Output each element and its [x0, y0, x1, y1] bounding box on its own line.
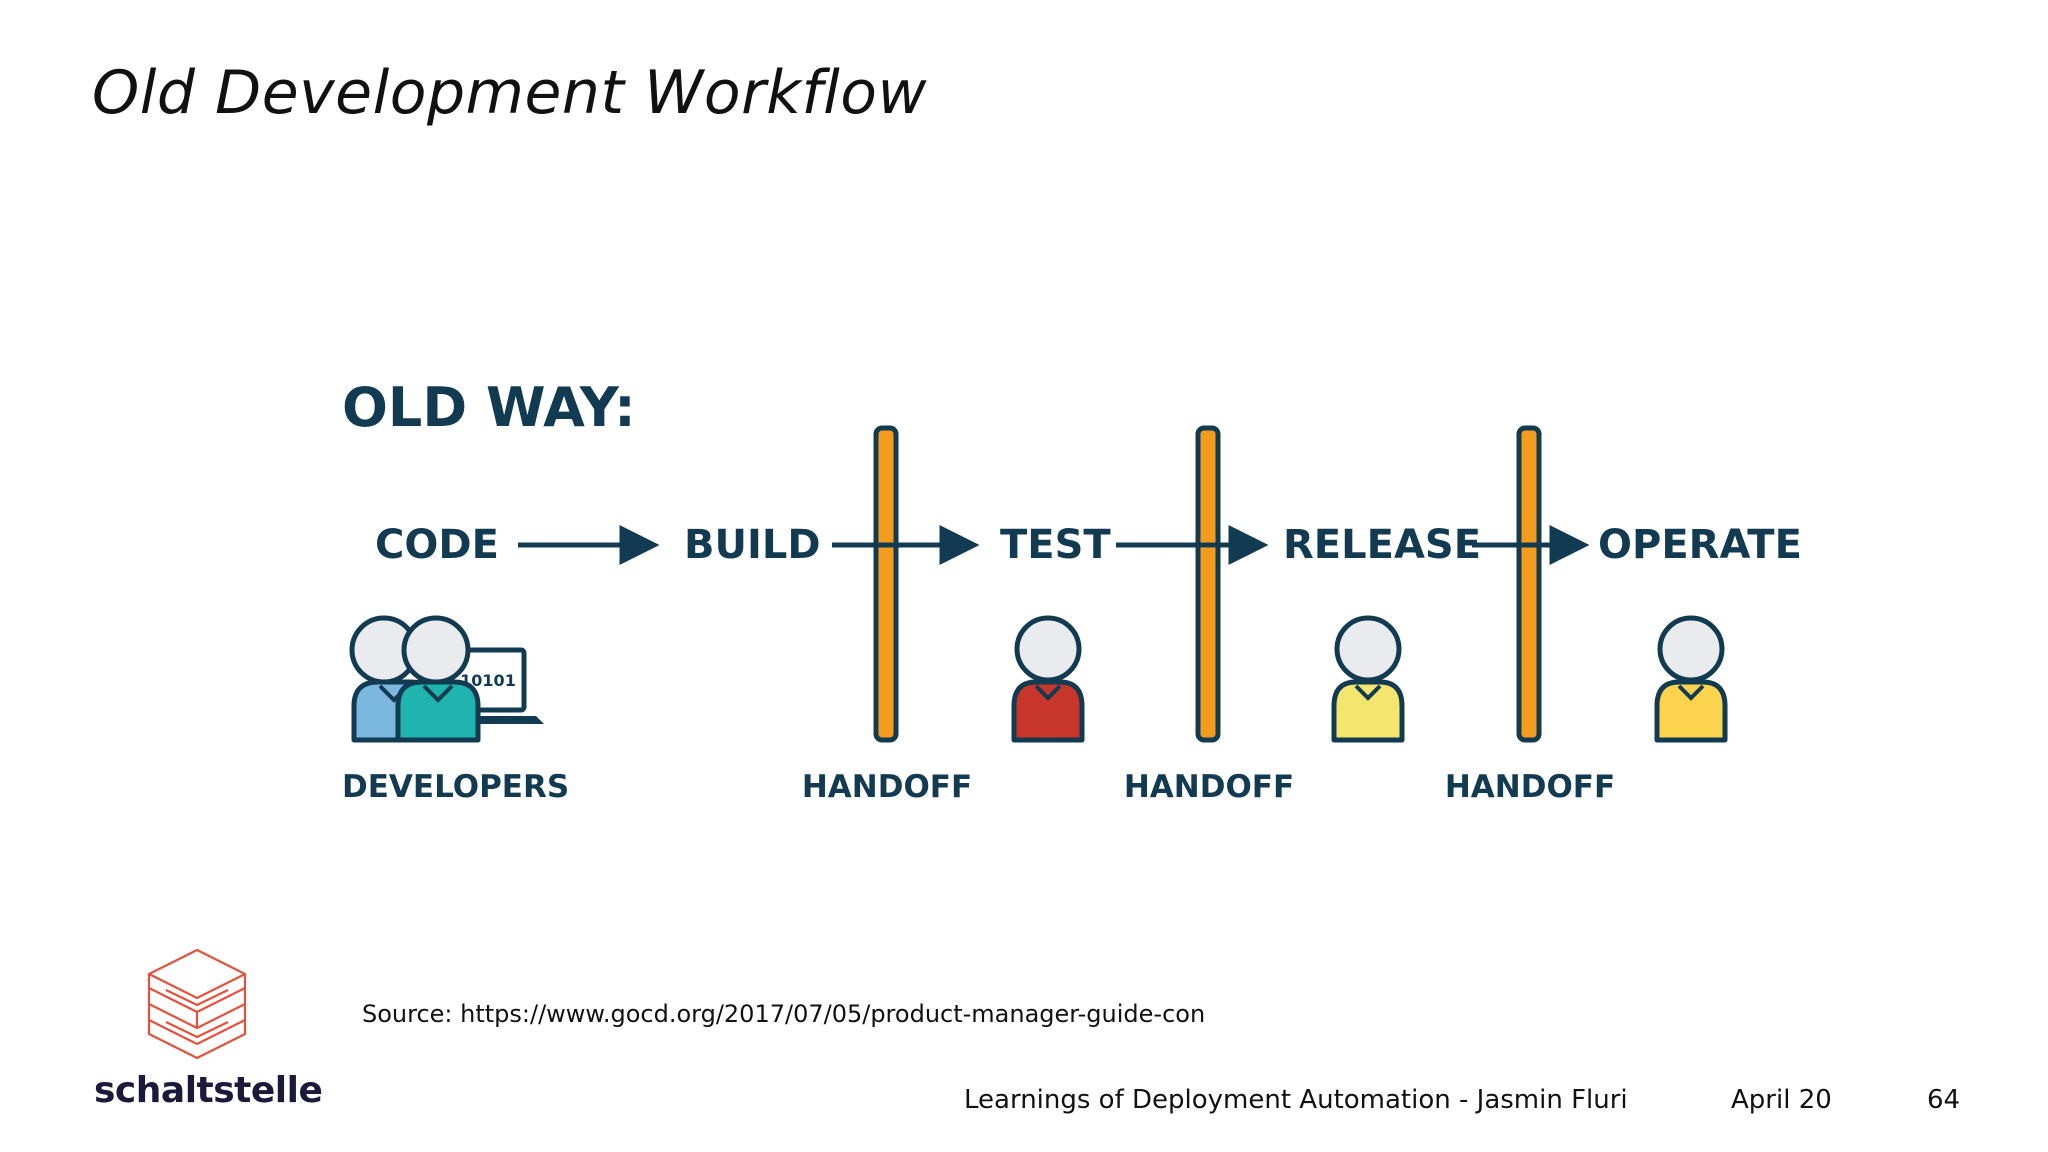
- brand-name: schaltstelle: [94, 1070, 323, 1111]
- stage-test: TEST: [1000, 522, 1111, 568]
- stage-release: RELEASE: [1283, 522, 1481, 568]
- handoff-barrier-1: [873, 425, 899, 743]
- handoff-label-3: HANDOFF: [1445, 769, 1615, 805]
- page-number: 64: [1927, 1085, 1961, 1115]
- operations-person-icon: [1654, 615, 1728, 743]
- handoff-barrier-2: [1195, 425, 1221, 743]
- footer-talk-title: Learnings of Deployment Automation - Jas…: [964, 1085, 1628, 1115]
- brand-logo: schaltstelle: [92, 948, 323, 1118]
- developer-icon: [395, 615, 481, 743]
- stage-code: CODE: [375, 522, 499, 568]
- stage-build: BUILD: [684, 522, 821, 568]
- stage-operate: OPERATE: [1598, 522, 1802, 568]
- handoff-label-1: HANDOFF: [802, 769, 972, 805]
- developers-label: DEVELOPERS: [342, 769, 569, 805]
- laptop-binary-text: 10101: [460, 671, 516, 690]
- handoff-barrier-3: [1516, 425, 1542, 743]
- tester-icon: [1011, 615, 1085, 743]
- handoff-label-2: HANDOFF: [1124, 769, 1294, 805]
- footer-date: April 20: [1731, 1085, 1832, 1115]
- release-person-icon: [1331, 615, 1405, 743]
- stacked-s-cube-icon: [147, 948, 247, 1060]
- slide-title: Old Development Workflow: [92, 58, 928, 128]
- source-citation: Source: https://www.gocd.org/2017/07/05/…: [362, 1000, 1206, 1028]
- diagram-heading: OLD WAY:: [342, 376, 636, 439]
